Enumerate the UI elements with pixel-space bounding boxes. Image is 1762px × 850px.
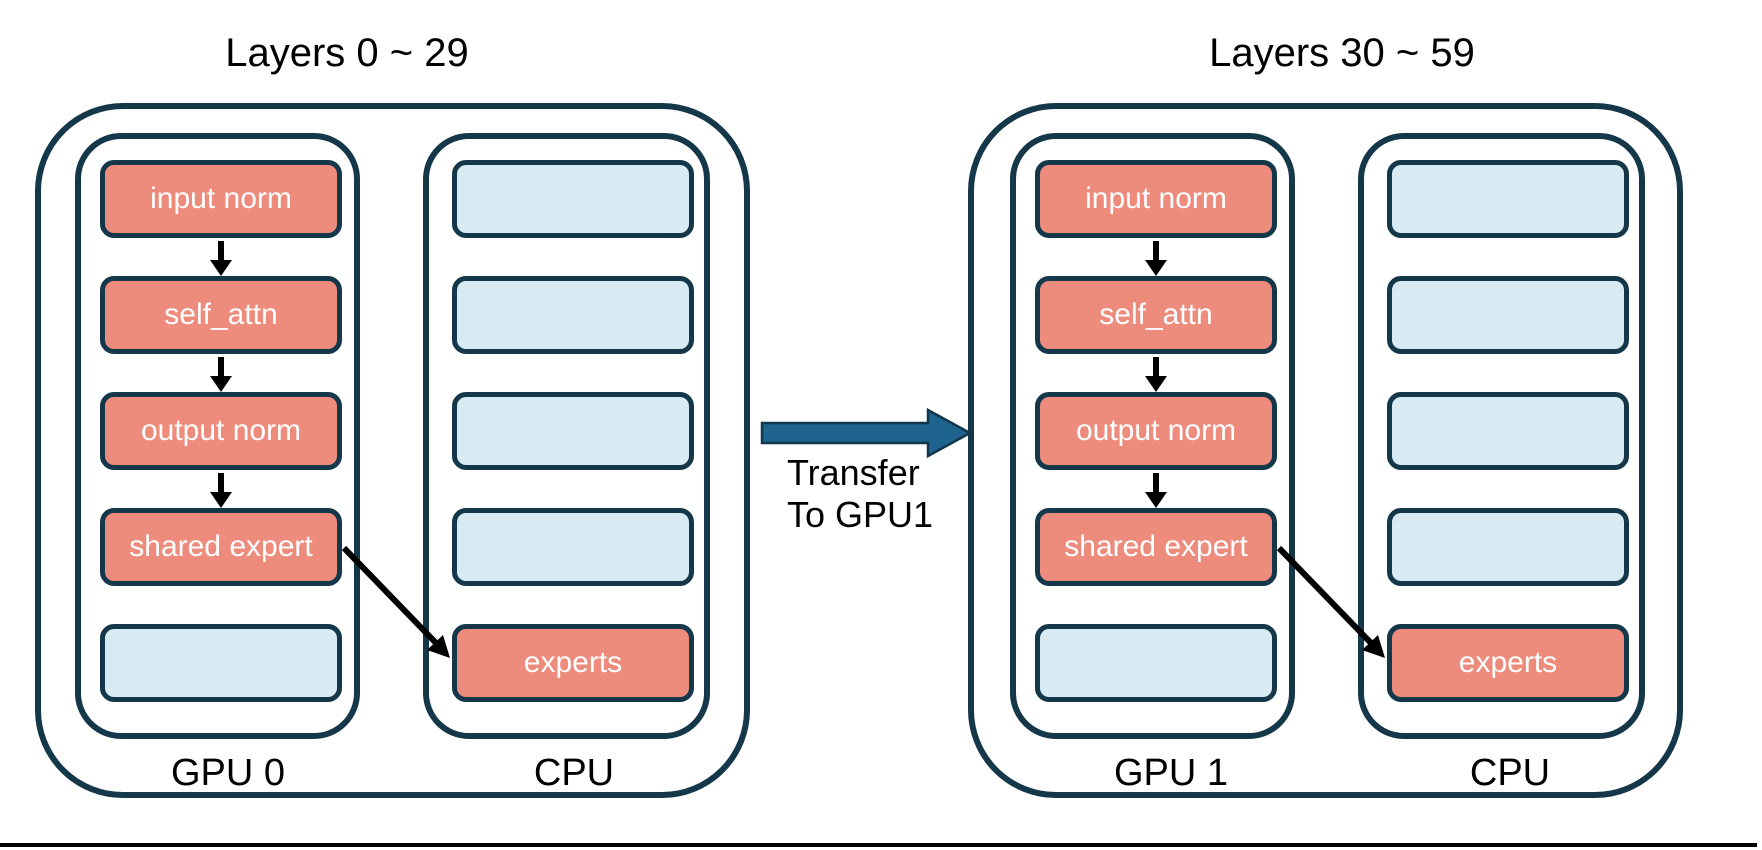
empty-slot — [452, 276, 694, 354]
empty-slot — [1387, 392, 1629, 470]
empty-slot — [452, 392, 694, 470]
layer-box-shared-expert: shared expert — [1035, 508, 1277, 586]
layer-box-input-norm: input norm — [1035, 160, 1277, 238]
layer-box-output-norm: output norm — [1035, 392, 1277, 470]
empty-slot — [1387, 276, 1629, 354]
bottom-frame-line — [0, 843, 1757, 847]
empty-slot — [1387, 508, 1629, 586]
layers-range-title-right: Layers 30 ~ 59 — [1209, 31, 1475, 75]
transfer-label-line2: To GPU1 — [787, 494, 934, 535]
device-label-cpu-left: CPU — [533, 752, 615, 794]
empty-slot — [452, 160, 694, 238]
device-label-gpu1: GPU 1 — [1113, 752, 1229, 794]
layer-box-self-attn: self_attn — [1035, 276, 1277, 354]
empty-slot — [100, 624, 342, 702]
device-label-cpu-right: CPU — [1469, 752, 1551, 794]
transfer-arrow-icon — [760, 407, 973, 459]
layer-box-self-attn: self_attn — [100, 276, 342, 354]
layer-box-experts: experts — [1387, 624, 1629, 702]
device-label-gpu0: GPU 0 — [170, 752, 286, 794]
layer-box-experts: experts — [452, 624, 694, 702]
layer-box-shared-expert: shared expert — [100, 508, 342, 586]
layers-range-title-left: Layers 0 ~ 29 — [225, 31, 469, 75]
transfer-label-line1: Transfer — [787, 452, 920, 493]
transfer-label: Transfer To GPU1 — [787, 452, 933, 536]
empty-slot — [1035, 624, 1277, 702]
layer-box-input-norm: input norm — [100, 160, 342, 238]
empty-slot — [1387, 160, 1629, 238]
layer-box-output-norm: output norm — [100, 392, 342, 470]
empty-slot — [452, 508, 694, 586]
